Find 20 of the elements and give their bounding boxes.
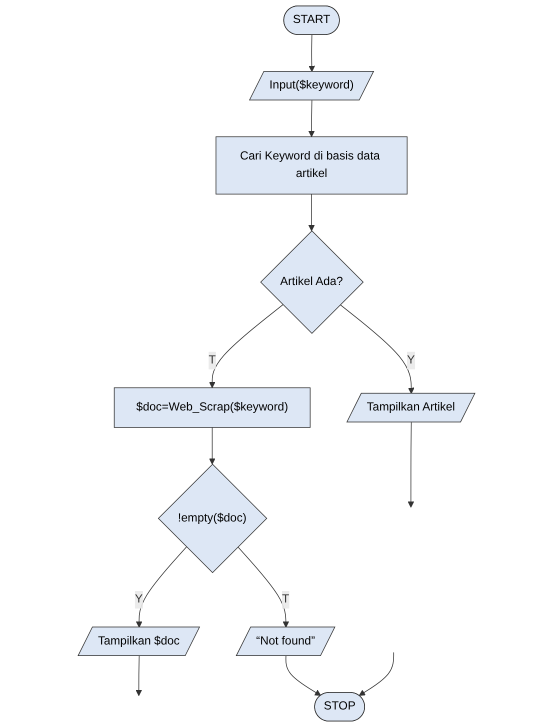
arrow	[286, 656, 322, 696]
arrow	[238, 546, 290, 628]
arrow	[358, 652, 394, 696]
arrow	[136, 656, 142, 696]
node-box: Cari Keyword di basis data artikel	[216, 136, 408, 194]
arrow	[340, 304, 414, 394]
node-diamond: Artikel Ada?	[260, 230, 364, 334]
arrow	[408, 422, 414, 508]
node-diamond: !empty($doc)	[158, 464, 268, 574]
edge-label: T	[208, 354, 216, 366]
edge-label: T	[282, 593, 290, 606]
node-box: $doc=Web_Scrap($keyword)	[114, 387, 311, 428]
arrow	[136, 546, 187, 628]
arrow	[308, 34, 316, 72]
arrow	[208, 304, 284, 388]
arrow	[208, 427, 216, 465]
arrow	[308, 194, 315, 232]
arrow	[308, 100, 315, 138]
edge-label: Y	[134, 593, 143, 606]
edge-label: Y	[406, 354, 415, 366]
